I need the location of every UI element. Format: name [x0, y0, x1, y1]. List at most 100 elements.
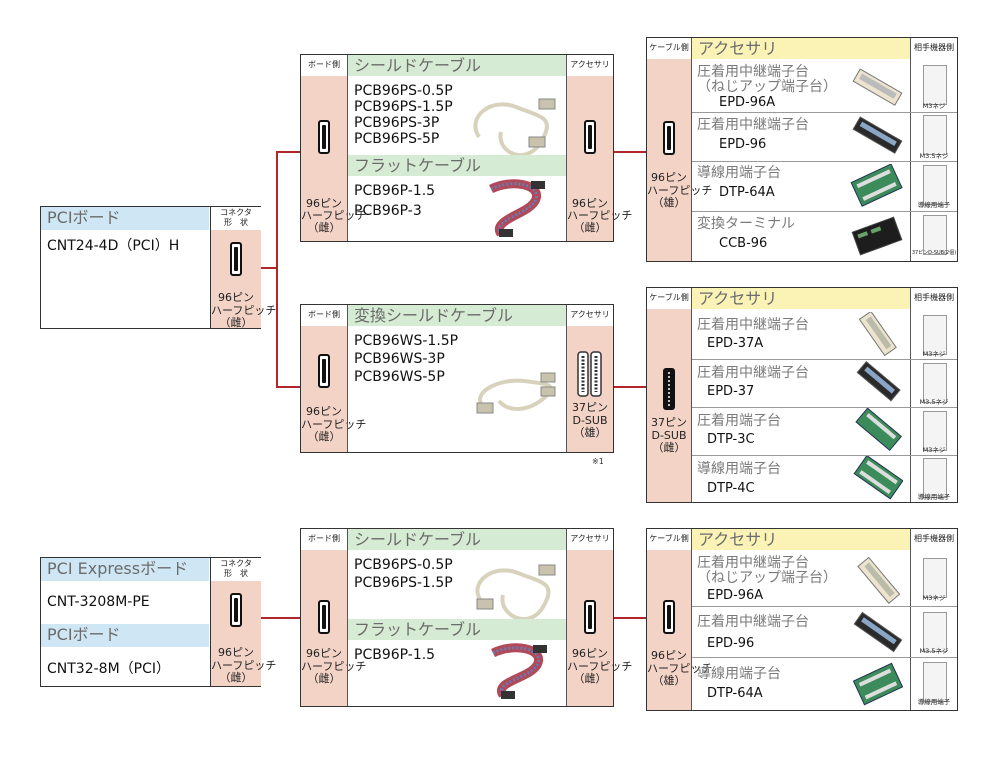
screw-m3-icon	[923, 411, 947, 451]
link-vertical-1	[276, 151, 278, 387]
cable2-box: ボード側 96ピン ハーフピッチ （雌） 変換シールドケーブル PCB96WS-…	[300, 304, 614, 453]
cable1-right-pin: 96ピン	[572, 197, 608, 210]
acc3-pin: 96ピン	[651, 649, 687, 662]
acc2-item-name: 圧着用中継端子台	[697, 365, 809, 381]
terminal-block-image	[852, 116, 903, 154]
board1-conn-cell: 96ピン ハーフピッチ （雌）	[211, 230, 277, 329]
cable3-right-conn: 96ピン ハーフピッチ （雌）	[567, 550, 632, 706]
board2-header-pci: PCIボード	[41, 624, 209, 647]
link-to-cable2	[276, 386, 300, 388]
acc3-item-model: EPD-96A	[707, 588, 764, 603]
screw-m3-icon	[923, 315, 947, 355]
cable2-board-side: ボード側	[301, 305, 347, 325]
acc3-item-name: 導線用端子台	[697, 666, 781, 682]
acc3-item-model: DTP-64A	[707, 686, 763, 701]
cable1-left-pin-sub: ハーフピッチ （雌）	[301, 209, 367, 234]
wire-terminal-icon	[923, 458, 947, 498]
acc3-box: ケーブル側 96ピン ハーフピッチ （雄） アクセサリ 相手機器側 圧着用中継端…	[646, 528, 958, 711]
terminal-block-image	[852, 662, 904, 706]
board2-model-pci: CNT32-8M（PCI）	[47, 661, 170, 677]
wire-terminal-icon	[923, 662, 947, 702]
cable2-item: PCB96WS-5P	[354, 369, 445, 385]
acc1-partner-side: 相手機器側	[911, 38, 957, 58]
terminal-block-image	[850, 164, 903, 207]
acc1-item-model: DTP-64A	[719, 185, 775, 200]
acc1-pin-sub: ハーフピッチ （雄）	[647, 184, 713, 209]
connector-96pin-icon	[230, 593, 242, 627]
conversion-terminal-image	[851, 216, 903, 256]
screw-m35-icon	[923, 612, 947, 652]
note-mark: ※1	[592, 457, 604, 466]
acc2-icon-label: 導線用端子	[917, 493, 951, 501]
connector-96pin-icon	[318, 600, 330, 634]
acc1-pin: 96ピン	[651, 171, 687, 184]
acc1-box: ケーブル側 96ピン ハーフピッチ （雄） アクセサリ 相手機器側 圧着用中継端…	[646, 37, 958, 262]
cable1-shield-item: PCB96PS-5P	[354, 131, 440, 147]
acc1-item-name: 導線用端子台	[697, 165, 781, 181]
cable1-shield-item: PCB96PS-3P	[354, 115, 440, 131]
cable1-left-pin: 96ピン	[306, 197, 342, 210]
cable2-right-pin-sub: D-SUB （雄）	[572, 414, 608, 439]
flat-cable-image	[490, 643, 547, 699]
acc3-item-name: 圧着用中継端子台 （ねじアップ端子台）	[697, 555, 837, 586]
cable3-box: ボード側 96ピン ハーフピッチ （雌） シールドケーブル PCB96PS-0.…	[300, 528, 632, 707]
board2-conn-header: コネクタ 形 状	[211, 558, 261, 582]
flat-cable-image	[488, 179, 545, 237]
board2-pin: 96ピン	[218, 646, 254, 659]
cable1-right-pin-sub: ハーフピッチ （雌）	[567, 209, 633, 234]
cable2-item: PCB96WS-3P	[354, 351, 445, 367]
acc2-item-model: DTP-4C	[707, 481, 755, 496]
shield-cable-image	[473, 98, 556, 157]
cable1-left-conn: 96ピン ハーフピッチ （雌）	[301, 76, 367, 241]
acc1-item-name: 変換ターミナル	[697, 216, 795, 232]
board2-header-pcie: PCI Expressボード	[41, 558, 209, 581]
board2-pin-sub: ハーフピッチ （雌）	[211, 659, 277, 684]
link-board2-cable3	[260, 617, 300, 619]
acc3-partner-side: 相手機器側	[911, 529, 957, 549]
board1-model: CNT24-4D（PCI）H	[47, 238, 180, 254]
board1-box: PCIボード CNT24-4D（PCI）H コネクタ 形 状 96ピン ハーフピ…	[40, 206, 277, 329]
screw-m3-icon	[923, 65, 947, 105]
acc2-icon-label: M3ネジ	[922, 446, 946, 454]
cable2-left-pin: 96ピン	[306, 405, 342, 418]
board2-conn-cell: 96ピン ハーフピッチ （雌）	[211, 581, 277, 686]
shield-cable-image	[475, 564, 556, 619]
connector-96pin-icon	[663, 121, 675, 155]
cable1-right-conn: 96ピン ハーフピッチ （雌）	[567, 76, 633, 241]
cable2-header: 変換シールドケーブル	[348, 305, 566, 326]
acc2-icon-label: M3.5ネジ	[919, 398, 949, 406]
link-cable1-acc1	[614, 151, 646, 153]
cable1-box: ボード側 96ピン ハーフピッチ （雌） シールドケーブル PCB96PS-0.…	[300, 54, 633, 242]
connector-96pin-icon	[318, 120, 330, 154]
dsub-37pin-icon	[663, 368, 675, 410]
cable2-item: PCB96WS-1.5P	[354, 333, 459, 349]
acc1-item-name: 圧着用中継端子台	[697, 117, 809, 133]
connector-96pin-icon	[230, 242, 242, 276]
acc3-icon-label: M3ネジ	[922, 594, 946, 602]
acc2-cable-side: ケーブル側	[647, 288, 691, 308]
screw-m35-icon	[923, 115, 947, 155]
cable2-right-conn: 37ピン D-SUB （雄）	[567, 326, 613, 452]
terminal-block-image	[858, 312, 897, 356]
acc2-partner-side: 相手機器側	[911, 288, 957, 308]
acc2-conn-cell: 37ピン D-SUB （雌）	[647, 309, 691, 502]
board2-box: PCI Expressボード CNT-3208M-PE PCIボード CNT32…	[40, 557, 277, 687]
cable3-right-pin: 96ピン	[572, 647, 608, 660]
terminal-block-image	[857, 557, 901, 604]
connector-96pin-icon	[318, 354, 330, 388]
board1-pin-sub: ハーフピッチ （雌）	[211, 304, 277, 329]
wire-terminal-icon	[923, 165, 947, 205]
cable3-left-conn: 96ピン ハーフピッチ （雌）	[301, 550, 366, 706]
acc2-item-name: 圧着用端子台	[697, 413, 781, 429]
acc3-icon-label: 導線用端子	[917, 698, 951, 706]
terminal-block-image	[853, 456, 903, 500]
board1-pin: 96ピン	[218, 291, 254, 304]
acc1-header: アクセサリ	[692, 38, 910, 59]
acc1-item-name: 圧着用中継端子台 （ねじアップ端子台）	[697, 64, 837, 95]
acc2-item-name: 圧着用中継端子台	[697, 317, 809, 333]
cable2-left-conn: 96ピン ハーフピッチ （雌）	[301, 326, 366, 452]
cable2-right-pin: 37ピン	[572, 401, 608, 414]
acc3-cable-side: ケーブル側	[647, 529, 691, 549]
cable1-flat-item: PCB96P-1.5	[354, 183, 436, 199]
terminal-block-image	[855, 408, 902, 451]
